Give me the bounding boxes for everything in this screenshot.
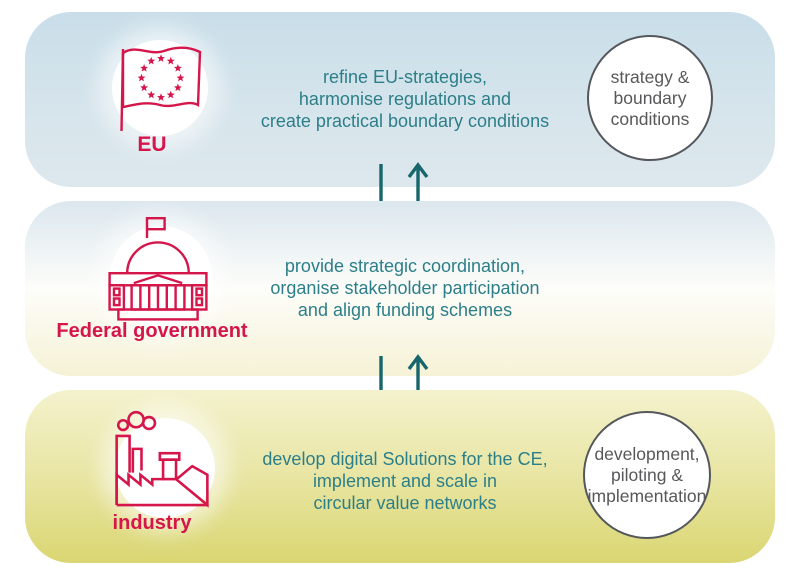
- description-line: harmonise regulations and: [298, 89, 512, 109]
- eu-stars: [137, 54, 185, 101]
- circle-line: strategy &: [610, 66, 690, 87]
- factory-icon: [115, 410, 209, 508]
- band-description-federal-government: provide strategic coordination, organise…: [235, 255, 575, 321]
- circle-line: development,: [594, 443, 700, 464]
- phase-circle-strategy: strategy & boundary conditions: [587, 35, 713, 161]
- band-description-eu: refine EU-strategies, harmonise regulati…: [235, 66, 575, 132]
- eu-flag-icon: [120, 46, 202, 132]
- phase-circle-development: development, piloting & implementation: [583, 411, 711, 539]
- band-description-industry: develop digital Solutions for the CE, im…: [230, 448, 580, 514]
- capitol-building-icon: [108, 216, 208, 321]
- description-line: organise stakeholder participation: [270, 278, 540, 298]
- description-line: implement and scale in: [312, 471, 498, 491]
- band-label-industry: industry: [112, 512, 192, 534]
- circle-line: conditions: [610, 108, 690, 129]
- description-line: and align funding schemes: [297, 300, 513, 320]
- description-line: circular value networks: [313, 493, 497, 513]
- band-label-eu: EU: [137, 133, 167, 156]
- circle-line: piloting &: [611, 464, 683, 485]
- eu-icon-background-circle: [112, 40, 208, 136]
- description-line: develop digital Solutions for the CE,: [262, 449, 548, 469]
- circle-line: boundary: [613, 87, 687, 108]
- circle-line: implementation: [587, 485, 707, 506]
- band-label-federal-government: Federal government: [56, 320, 248, 342]
- description-line: refine EU-strategies,: [322, 67, 488, 87]
- description-line: provide strategic coordination,: [284, 256, 526, 276]
- description-line: create practical boundary conditions: [260, 111, 550, 131]
